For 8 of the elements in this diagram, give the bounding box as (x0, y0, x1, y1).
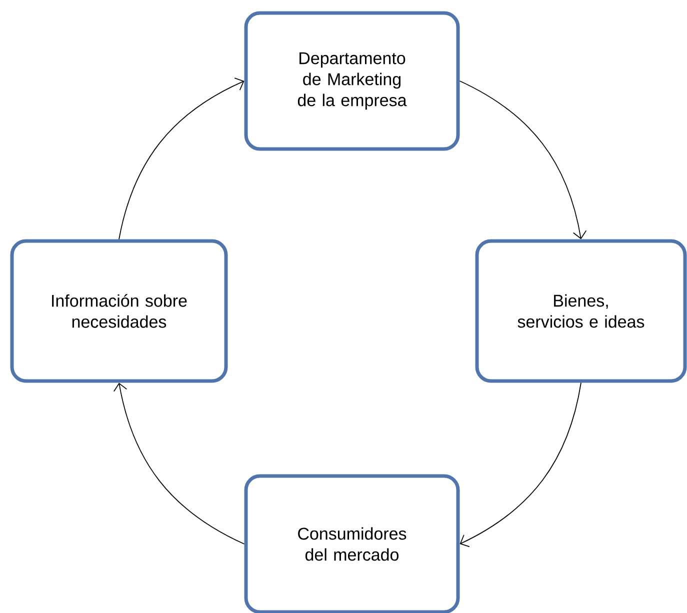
process-box: Información sobre necesidades (10, 239, 228, 383)
process-box: Consumidores del mercado (244, 474, 460, 613)
arrow (113, 382, 245, 544)
arrow (459, 80, 587, 240)
arrow (118, 78, 244, 240)
arrow (460, 382, 582, 548)
process-box: Bienes, servicios e ideas (475, 239, 687, 383)
process-box: Departamento de Marketing de la empresa (244, 11, 460, 151)
